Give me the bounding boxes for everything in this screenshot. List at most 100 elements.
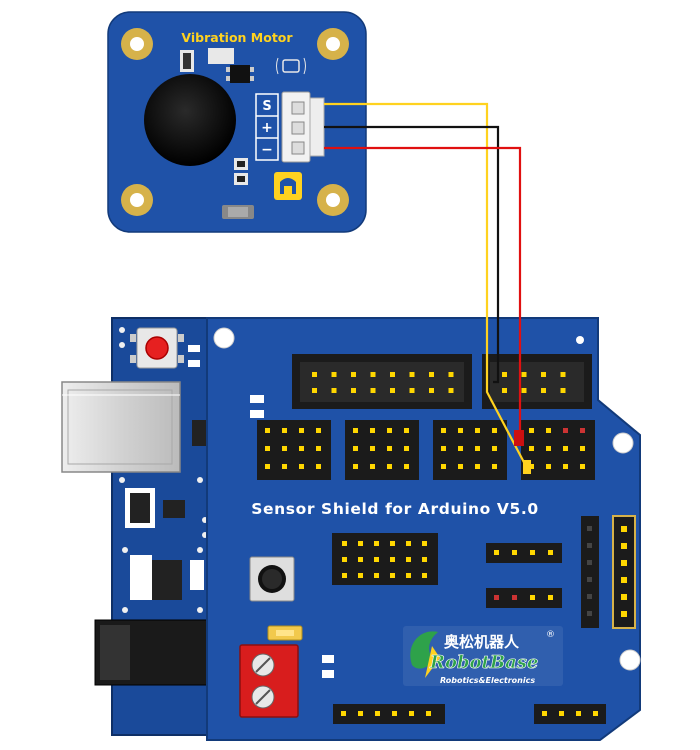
digital-header-left xyxy=(292,354,472,409)
io-pin-ground xyxy=(546,428,551,433)
brand-cn: 奥松机器人 xyxy=(444,633,520,651)
center-pin xyxy=(390,573,395,578)
header-pin xyxy=(370,372,376,377)
right-pin xyxy=(621,560,627,566)
center-pin xyxy=(406,541,411,546)
shield-title: Sensor Shield for Arduino V5.0 xyxy=(251,500,539,518)
screw-terminal xyxy=(239,644,299,718)
wire-ground xyxy=(324,125,500,384)
header-pin xyxy=(331,372,337,377)
wire-signal xyxy=(324,102,529,471)
header-pin xyxy=(502,372,507,377)
io-pin-power xyxy=(580,446,585,451)
header-pin xyxy=(541,372,546,377)
center-pin xyxy=(358,573,363,578)
center-pin xyxy=(374,541,379,546)
io-pin-ground xyxy=(563,428,568,433)
header-pin xyxy=(351,372,356,377)
brand-mark: ® xyxy=(546,630,555,640)
bottom-pin xyxy=(542,711,547,716)
wire-power-end xyxy=(514,430,524,446)
io-pin-ground xyxy=(475,428,480,433)
module-components xyxy=(180,48,306,219)
header-pin xyxy=(448,372,454,377)
bottom-pin xyxy=(409,711,414,716)
io-pin-ground xyxy=(404,428,409,433)
header-pin xyxy=(502,388,507,393)
bottom-pin xyxy=(559,711,564,716)
bottom-header-right xyxy=(534,704,606,724)
header-pin xyxy=(560,388,566,393)
wires xyxy=(324,102,531,474)
io-pin-power xyxy=(546,446,551,451)
io-pin-signal xyxy=(353,464,358,469)
io-pin-power xyxy=(441,446,446,451)
center-pin xyxy=(358,541,363,546)
bottom-pin xyxy=(392,711,397,716)
right-pin xyxy=(621,526,627,532)
center-pin xyxy=(390,557,395,562)
io-pin-ground xyxy=(458,428,463,433)
center-pin xyxy=(342,541,347,546)
shield-reset-button xyxy=(249,556,295,602)
io-pin-ground xyxy=(316,428,321,433)
header-pin xyxy=(429,388,434,393)
right-pin xyxy=(621,594,627,600)
header-pin xyxy=(448,388,454,393)
right-pin xyxy=(621,577,627,583)
io-pin-power xyxy=(299,446,304,451)
header-pin xyxy=(541,388,546,393)
small-pin xyxy=(512,550,517,555)
right-pin xyxy=(587,526,592,531)
header-pin xyxy=(409,372,415,377)
small-header-pins xyxy=(494,550,553,600)
robotbase-logo: 奥松机器人 ® RobotBase Robotics&Electronics xyxy=(403,626,563,686)
io-pin-signal xyxy=(492,464,497,469)
io-pin-signal xyxy=(546,464,551,469)
center-pin xyxy=(422,541,427,546)
io-block xyxy=(521,420,595,480)
center-pin xyxy=(422,573,427,578)
io-pin-ground xyxy=(282,428,287,433)
right-header-black xyxy=(581,516,599,628)
io-pin-signal xyxy=(475,464,480,469)
bottom-header-pins xyxy=(341,711,598,716)
pin-label-power: + xyxy=(261,120,273,136)
header-pin xyxy=(521,388,527,393)
header-pin xyxy=(370,388,376,393)
io-pin-ground xyxy=(370,428,375,433)
io-pin-power xyxy=(563,446,568,451)
header-pin xyxy=(390,372,395,377)
motor-disc xyxy=(144,74,236,166)
power-jack xyxy=(94,619,215,686)
io-pin-ground xyxy=(353,428,358,433)
io-pin-signal xyxy=(316,464,321,469)
digital-header-pins xyxy=(312,372,566,393)
center-pin xyxy=(358,557,363,562)
center-pin xyxy=(342,573,347,578)
io-pin-ground xyxy=(580,428,585,433)
io-pin-signal xyxy=(299,464,304,469)
right-header-pins xyxy=(587,526,627,617)
header-pin xyxy=(390,388,395,393)
io-pin-signal xyxy=(458,464,463,469)
module-logo xyxy=(274,172,302,200)
header-pin xyxy=(351,388,356,393)
bottom-pin xyxy=(358,711,363,716)
bottom-pin xyxy=(375,711,380,716)
pin-label-signal: S xyxy=(262,99,271,114)
wire-signal-end xyxy=(523,460,531,474)
center-pin xyxy=(390,541,395,546)
usb-connector xyxy=(61,381,181,473)
header-pin xyxy=(521,372,527,377)
io-header-blocks xyxy=(257,420,595,480)
smd-components xyxy=(125,345,208,600)
center-pin xyxy=(406,557,411,562)
right-pin xyxy=(587,560,592,565)
small-header-top xyxy=(486,543,562,563)
right-pin xyxy=(587,611,592,616)
mounting-holes xyxy=(213,327,641,671)
io-pin-power xyxy=(282,446,287,451)
io-pin-power xyxy=(316,446,321,451)
